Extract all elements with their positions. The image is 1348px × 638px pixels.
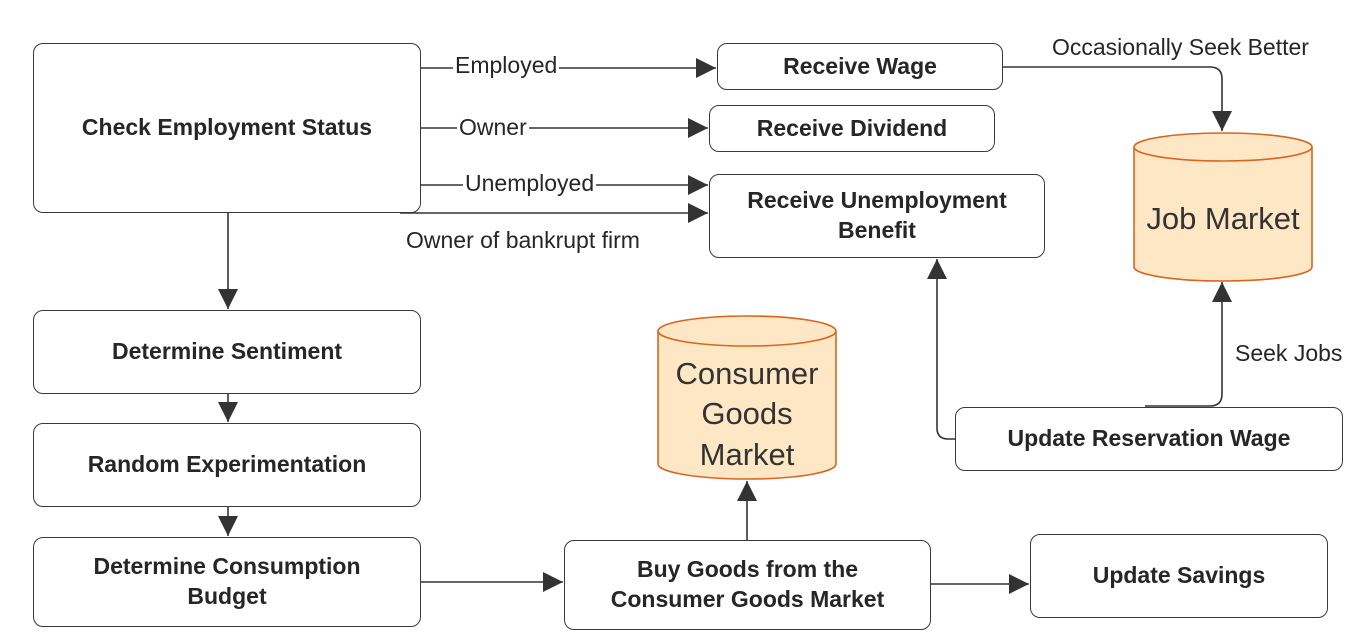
node-label-line-1: Receive Unemployment — [747, 187, 1007, 214]
node-label-line-1: Buy Goods from the — [636, 556, 859, 583]
cylinder-shape-icon — [657, 315, 837, 480]
buy-goods-node[interactable]: Buy Goods from the Consumer Goods Market — [564, 540, 931, 630]
determine-consumption-budget-node[interactable]: Determine Consumption Budget — [33, 537, 421, 627]
determine-sentiment-node[interactable]: Determine Sentiment — [33, 310, 421, 394]
edge-label-seek-jobs: Seek Jobs — [1235, 340, 1343, 366]
node-label: Receive Dividend — [756, 114, 948, 141]
random-experimentation-node[interactable]: Random Experimentation — [33, 423, 421, 507]
node-label-line-1: Determine Consumption — [93, 553, 361, 580]
node-label: Update Reservation Wage — [1007, 425, 1291, 452]
receive-unemployment-benefit-node[interactable]: Receive Unemployment Benefit — [709, 174, 1045, 258]
market-label-line-3: Market — [699, 436, 795, 472]
job-market-cylinder[interactable]: Job Market — [1133, 132, 1313, 282]
node-label: Receive Wage — [783, 52, 937, 79]
market-label-line-2: Goods — [701, 396, 793, 432]
check-employment-status-node[interactable]: Check Employment Status — [33, 43, 421, 213]
edge-label-owner: Owner — [457, 114, 529, 140]
edge-label-unemployed: Unemployed — [463, 170, 597, 196]
cylinder-shape-icon — [1133, 132, 1313, 282]
update-reservation-wage-node[interactable]: Update Reservation Wage — [955, 407, 1343, 471]
edge-reservation-to-unemployment — [927, 259, 955, 440]
edge-label-owner-bankrupt: Owner of bankrupt firm — [406, 227, 640, 253]
node-label-line-2: Budget — [187, 583, 267, 609]
market-label-line-1: Consumer — [675, 356, 819, 391]
receive-wage-node[interactable]: Receive Wage — [717, 43, 1003, 90]
node-label: Check Employment Status — [81, 114, 373, 141]
node-label: Update Savings — [1092, 562, 1266, 589]
edge-label-seek-better: Occasionally Seek Better — [1052, 34, 1309, 60]
node-label-line-2: Benefit — [838, 217, 916, 243]
node-label: Determine Sentiment — [111, 338, 343, 365]
receive-dividend-node[interactable]: Receive Dividend — [709, 105, 995, 152]
node-label: Random Experimentation — [87, 451, 367, 478]
edge-label-employed: Employed — [453, 52, 560, 78]
edge-wage-to-job-market — [1002, 66, 1232, 131]
node-label-line-2: Consumer Goods Market — [610, 586, 885, 612]
update-savings-node[interactable]: Update Savings — [1030, 534, 1328, 618]
edge-reservation-to-job-market — [1145, 282, 1232, 407]
market-label: Job Market — [1146, 201, 1300, 236]
consumer-goods-market-cylinder[interactable]: Consumer Goods Market — [657, 314, 837, 480]
